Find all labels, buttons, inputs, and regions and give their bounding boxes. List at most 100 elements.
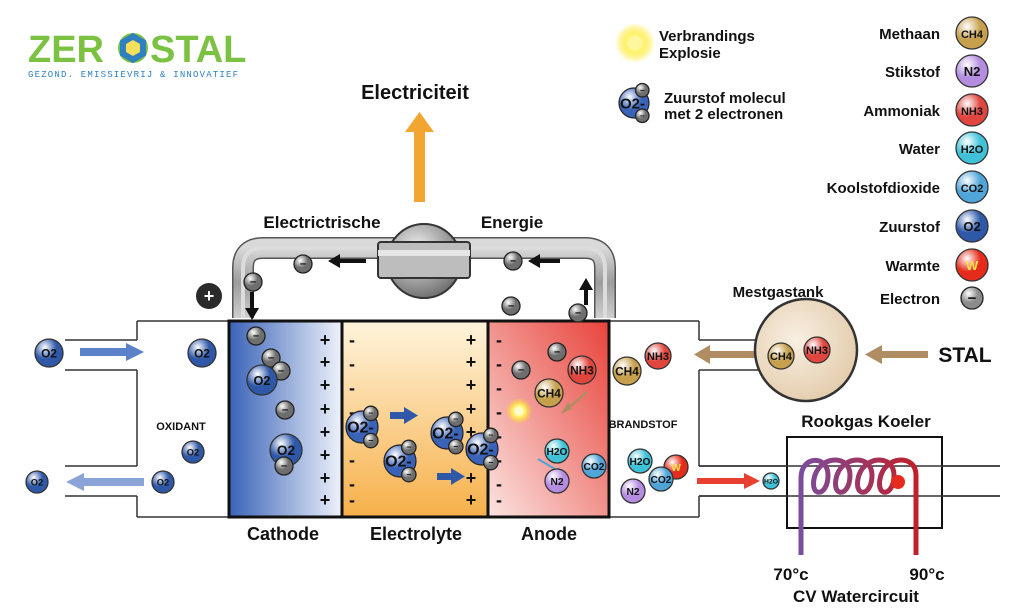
cathode-charge-column: ++++++++	[320, 330, 331, 510]
electron-sign: −	[282, 404, 288, 416]
legend-label: Zuurstof	[879, 219, 941, 236]
electron-icon: −	[275, 400, 295, 420]
legend-chip-label: W	[966, 258, 979, 273]
temp-high-label: 90°c	[909, 565, 944, 584]
ammonia-molecule-label: NH3	[570, 363, 594, 377]
electron-flow-arrows	[245, 254, 593, 320]
electron-icon: −	[243, 272, 263, 292]
electrolyte-label: Electrolyte	[370, 524, 462, 544]
electron-icon: −	[503, 251, 523, 271]
minus-sign: -	[349, 378, 355, 398]
ion-electron-icon: −	[447, 438, 464, 455]
anode-label: Anode	[521, 524, 577, 544]
electron-sign: −	[278, 365, 284, 377]
methane-molecule-label: CH4	[537, 386, 561, 400]
minus-sign: -	[496, 330, 502, 350]
oxygen-ion-label: O2-	[385, 454, 412, 471]
legend-chip-label: CH4	[961, 29, 984, 41]
energy-label-left: Electrictrische	[263, 213, 380, 232]
electron-icon: −	[293, 254, 313, 274]
legend-oxygen-ion-icon: O2-−−	[618, 82, 650, 124]
oxygen-in-arrow	[80, 343, 144, 361]
oxygen-molecule-label: O2	[253, 373, 270, 388]
oxygen-ion-icon: O2-−−	[465, 427, 499, 471]
plus-sign: +	[466, 352, 477, 372]
electron-sign: −	[368, 435, 373, 445]
methane-icon: CH4	[955, 16, 989, 50]
oxygen-ion-label: O2-	[467, 442, 494, 459]
legend-oxygen-line2: met 2 electronen	[664, 106, 783, 123]
water-molecule: H2O	[544, 438, 570, 464]
plus-sign: +	[466, 399, 477, 419]
oxygen-ion-label: O2-	[432, 426, 459, 443]
plus-sign: +	[320, 468, 331, 488]
logo: ZER STAL GEZOND. EMISSIEVRIJ & INNOVATIE…	[28, 29, 246, 80]
legend-label: Water	[899, 141, 940, 158]
electron-icon: −	[501, 296, 521, 316]
electron-icon: −	[568, 303, 588, 323]
legend-chip-label: O2	[963, 219, 980, 234]
legend-burn-line1: Verbrandings	[659, 28, 755, 45]
legend-burn-line2: Explosie	[659, 45, 721, 62]
explosion-icon	[506, 398, 532, 424]
ammonia-molecule-label: NH3	[806, 345, 828, 357]
minus-sign: -	[349, 474, 355, 494]
stal-in-arrow	[865, 345, 928, 364]
logo-emblem-icon	[118, 33, 148, 63]
ammonia-icon: NH3	[955, 93, 989, 127]
electricity-title: Electriciteit	[361, 82, 469, 104]
nitrogen-molecule: N2	[544, 468, 570, 494]
oxygen-molecule: O2	[269, 433, 303, 467]
electron-sign: −	[453, 441, 458, 451]
plus-sign: +	[466, 330, 477, 350]
ammonia-molecule-label: NH3	[647, 351, 669, 363]
oxygen-ion-icon: O2-−−	[618, 82, 650, 124]
electrolyte-ion-arrows	[390, 407, 465, 485]
ion-electron-icon: −	[634, 82, 650, 98]
methane-molecule: CH4	[612, 356, 642, 386]
co2-molecule-label: CO2	[651, 475, 672, 486]
oxygen-molecule: O2	[25, 470, 49, 494]
electron-sign: −	[518, 364, 524, 376]
water-molecule: H2O	[627, 448, 653, 474]
legend-oxygen-ion: O2-−− Zuurstof molecul met 2 electronen	[618, 82, 786, 124]
oxygen-molecule-label: O2	[194, 346, 210, 360]
oxygen-icon: O2	[955, 209, 989, 243]
legend-label: Methaan	[879, 26, 940, 43]
legend-chip-label: N2	[964, 64, 981, 79]
logo-text-left: ZER	[28, 29, 104, 71]
cooler-title: Rookgas Koeler	[801, 412, 931, 431]
electron-sign: −	[250, 276, 256, 288]
plus-sign: +	[466, 422, 477, 442]
oxidant-channel: OXIDANT	[65, 320, 228, 518]
stal-label: STAL	[938, 344, 991, 367]
tank-label: Mestgastank	[733, 284, 825, 301]
ammonia-molecule: NH3	[567, 355, 597, 385]
oxygen-molecule: O2	[246, 364, 278, 396]
electron-sign: −	[406, 469, 411, 479]
oxygen-ion-label: O2-	[347, 420, 374, 437]
minus-sign: -	[349, 402, 355, 422]
minus-sign: -	[496, 402, 502, 422]
minus-sign: -	[496, 450, 502, 470]
legend-item-zuurstof: Zuurstof O2	[879, 209, 989, 243]
electron-icon: −	[960, 286, 984, 310]
nitrogen-molecule: N2	[620, 478, 646, 504]
legend-label: Warmte	[886, 258, 940, 275]
plus-sign: +	[320, 352, 331, 372]
temp-low-label: 70°c	[773, 565, 808, 584]
oxygen-ion-icon: O2-−−	[345, 405, 379, 449]
plus-sign: +	[320, 490, 331, 510]
water-molecule: H2O	[762, 472, 780, 490]
minus-sign: -	[349, 450, 355, 470]
electricity-up-arrow	[405, 112, 434, 202]
methane-molecule-label: CH4	[770, 351, 793, 363]
oxygen-molecule-label: O2	[31, 478, 43, 488]
electron-sign: −	[575, 307, 581, 319]
